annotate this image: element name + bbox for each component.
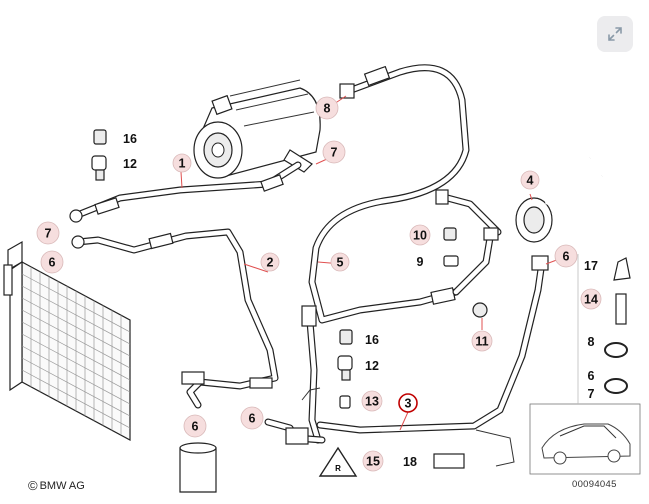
condenser-fin: [21, 297, 131, 357]
svg-text:11: 11: [475, 335, 488, 349]
svg-text:3: 3: [405, 397, 412, 411]
svg-text:7: 7: [45, 227, 52, 241]
warning-triangle-icon: R: [318, 446, 358, 477]
expand-icon: [608, 27, 622, 41]
copyright-text: BMW AG: [39, 479, 85, 492]
svg-text:6: 6: [563, 250, 570, 264]
condenser: [3, 240, 131, 442]
svg-text:6: 6: [249, 412, 256, 426]
callout-12-mid: 12: [365, 359, 379, 373]
condenser-fin: [21, 321, 131, 381]
svg-text:1: 1: [179, 157, 186, 171]
callout-8-legend: 8: [588, 335, 595, 349]
svg-text:6: 6: [192, 420, 199, 434]
svg-text:16: 16: [123, 132, 137, 146]
svg-text:17: 17: [584, 259, 598, 273]
expand-button[interactable]: [597, 16, 633, 52]
compressor: [193, 79, 321, 179]
callout-6-bottom-mid[interactable]: 6: [240, 406, 264, 430]
callout-15[interactable]: 15: [362, 450, 384, 472]
copyright-symbol: ©: [28, 478, 38, 493]
callout-4[interactable]: 4: [520, 170, 540, 190]
callout-18: 18: [403, 455, 417, 469]
svg-text:5: 5: [337, 256, 344, 270]
svg-text:18: 18: [403, 455, 417, 469]
vehicle-inset: [529, 403, 641, 475]
expansion-valve-assembly: [435, 156, 603, 243]
svg-text:12: 12: [365, 359, 379, 373]
svg-text:8: 8: [324, 102, 331, 116]
condenser-fin: [21, 369, 131, 429]
svg-text:8: 8: [588, 335, 595, 349]
svg-text:16: 16: [365, 333, 379, 347]
pipe-1: [69, 161, 302, 223]
condenser-fin: [21, 273, 131, 333]
svg-text:14: 14: [584, 293, 598, 307]
callout-16-top: 16: [123, 132, 137, 146]
svg-text:4: 4: [527, 174, 534, 188]
callout-items: 1 2 3 4 5 6 6 6: [36, 96, 602, 472]
callout-17: 17: [584, 259, 598, 273]
callout-11[interactable]: 11: [471, 330, 493, 352]
callout-7-left[interactable]: 7: [36, 221, 60, 245]
svg-text:12: 12: [123, 157, 137, 171]
callout-5[interactable]: 5: [330, 252, 350, 272]
small-parts: [91, 129, 631, 469]
condenser-fin: [21, 309, 131, 369]
diagram-number: 00094045: [572, 479, 617, 490]
callout-6-right[interactable]: 6: [554, 244, 578, 268]
condenser-fin: [21, 345, 131, 405]
condenser-fin: [21, 285, 131, 345]
callout-2[interactable]: 2: [260, 252, 280, 272]
callout-3[interactable]: 3: [398, 393, 418, 413]
receiver-drier: [179, 442, 217, 493]
pipe-5: [308, 64, 494, 324]
callout-7-legend: 7: [588, 387, 595, 401]
callout-8-top[interactable]: 8: [315, 96, 339, 120]
callout-10[interactable]: 10: [409, 224, 431, 246]
svg-text:R: R: [335, 464, 341, 473]
callout-14[interactable]: 14: [580, 288, 602, 310]
dryer-line: [264, 305, 326, 445]
callout-6-bottom-left[interactable]: 6: [183, 414, 207, 438]
callout-6-legend: 6: [588, 369, 595, 383]
callout-13[interactable]: 13: [361, 390, 383, 412]
svg-text:9: 9: [417, 255, 424, 269]
pipe-2: [71, 228, 279, 409]
callout-7-top[interactable]: 7: [322, 140, 346, 164]
svg-text:6: 6: [588, 369, 595, 383]
svg-text:2: 2: [267, 256, 274, 270]
pipe-3: [316, 255, 549, 467]
svg-text:13: 13: [365, 395, 379, 409]
svg-text:10: 10: [413, 229, 427, 243]
svg-text:7: 7: [588, 387, 595, 401]
svg-text:15: 15: [366, 455, 380, 469]
svg-text:6: 6: [49, 256, 56, 270]
callout-12-top: 12: [123, 157, 137, 171]
callout-6-left[interactable]: 6: [40, 250, 64, 274]
copyright-notice: © BMW AG: [28, 478, 85, 493]
condenser-fin: [21, 333, 131, 393]
callout-9: 9: [417, 255, 424, 269]
svg-text:7: 7: [331, 146, 338, 160]
condenser-fin: [21, 357, 131, 417]
callout-16-mid: 16: [365, 333, 379, 347]
callout-1[interactable]: 1: [172, 153, 192, 173]
